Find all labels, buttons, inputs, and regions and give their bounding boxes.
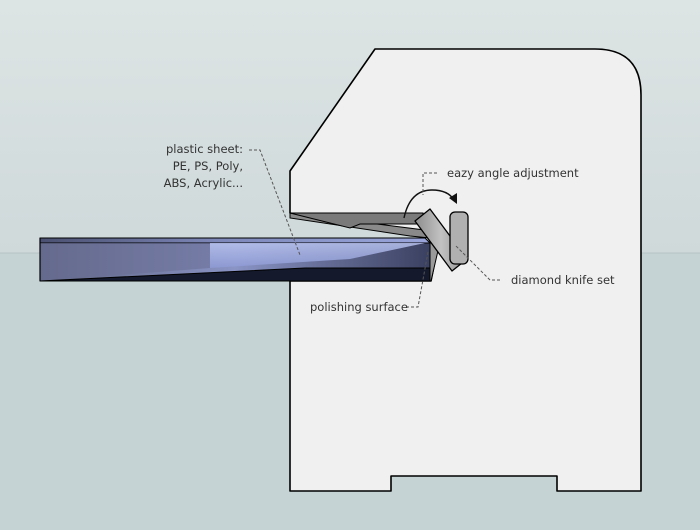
plastic-sheet-bottom xyxy=(39,267,431,282)
diamond-knife-set xyxy=(414,208,469,272)
knife-holder xyxy=(449,211,469,265)
label-plastic-sheet-line-1: plastic sheet: xyxy=(166,142,243,156)
upper-jaw-edge xyxy=(289,212,424,229)
plastic-sheet-top xyxy=(39,237,432,244)
label-knife-set: diamond knife set xyxy=(511,273,615,287)
leader-plastic-sheet xyxy=(249,149,301,256)
angle-adjustment-arc xyxy=(403,189,455,219)
plastic-sheet-highlight xyxy=(210,243,425,268)
label-plastic-sheet-line-2: PE, PS, Poly, xyxy=(173,159,243,173)
angle-arrow-head xyxy=(449,193,457,204)
label-angle-adjustment: eazy angle adjustment xyxy=(447,166,579,180)
leader-polishing-surface xyxy=(406,251,429,308)
plastic-sheet xyxy=(39,237,432,282)
label-plastic-sheet-line-3: ABS, Acrylic... xyxy=(164,176,243,190)
label-polishing-surface: polishing surface xyxy=(310,300,408,314)
leader-knife-set xyxy=(454,244,500,281)
plastic-sheet-shade xyxy=(40,243,210,281)
